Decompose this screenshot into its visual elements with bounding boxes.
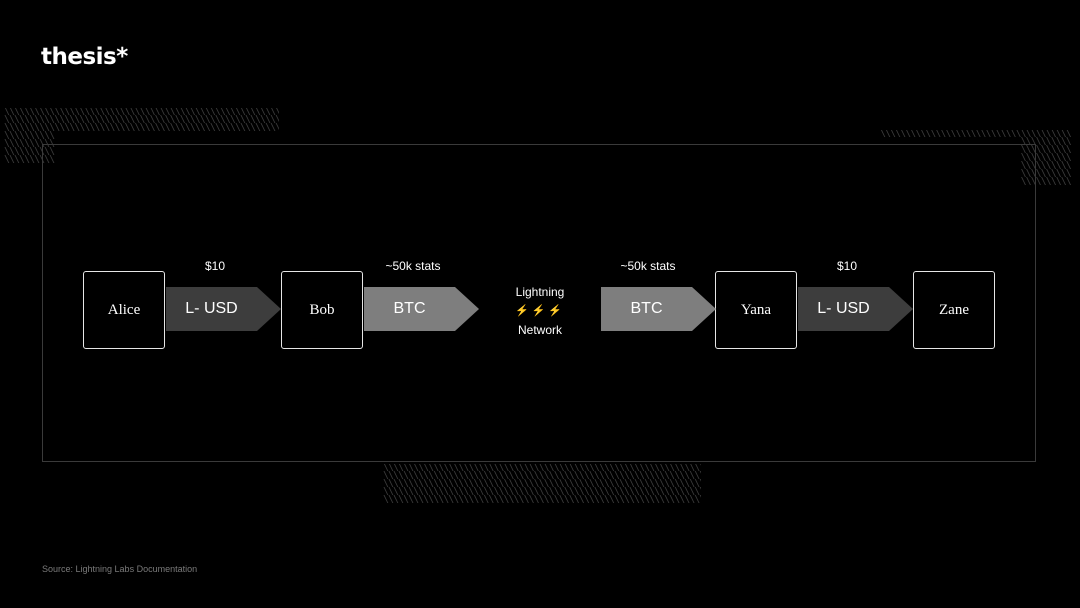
thesis-logo: thesis* xyxy=(41,44,128,70)
arrow-label: L- USD xyxy=(817,300,870,317)
node-zane: Zane xyxy=(913,271,995,349)
amount-label: $10 xyxy=(836,259,858,273)
diagram-panel xyxy=(42,144,1036,462)
arrow-label: L- USD xyxy=(185,300,238,317)
node-bob: Bob xyxy=(281,271,363,349)
decorative-dashes-bottom: \\\\\\\\\\\\\\\\\\\\\\\\\\\\\\\\\\\\\\\\… xyxy=(383,464,701,504)
decorative-dashes-top-left: \\\\\\\\\\\\\\\\\\\\\\\\\\\\\\\\\\\\\\\\… xyxy=(4,108,279,165)
arrow-label: BTC xyxy=(393,300,426,317)
decorative-dashes-top-right: \\\\\\\\\\\\\\\\\\\\\\\\\\\\\\\\\\\\\\ \… xyxy=(880,130,1072,187)
arrow-network-yana: BTC xyxy=(601,287,716,331)
arrow-alice-bob: L- USD xyxy=(166,287,281,331)
source-caption: Source: Lightning Labs Documentation xyxy=(42,564,198,574)
amount-label: ~50k stats xyxy=(620,259,676,273)
lightning-bolts-icon: ⚡⚡⚡ xyxy=(514,305,566,317)
node-yana: Yana xyxy=(715,271,797,349)
network-line1: Lightning xyxy=(515,285,565,299)
arrow-label: BTC xyxy=(630,300,663,317)
amount-label: $10 xyxy=(204,259,226,273)
node-alice: Alice xyxy=(83,271,165,349)
network-line2: Network xyxy=(517,323,562,337)
lightning-network-label: Lightning ⚡⚡⚡ Network xyxy=(505,283,575,340)
amount-label: ~50k stats xyxy=(385,259,441,273)
arrow-bob-network: BTC xyxy=(364,287,479,331)
arrow-yana-zane: L- USD xyxy=(798,287,913,331)
